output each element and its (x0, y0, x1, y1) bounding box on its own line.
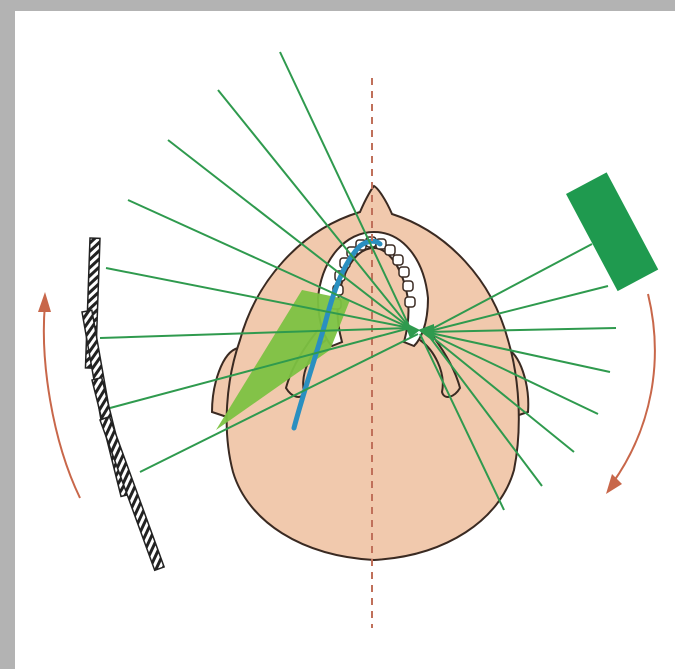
rotation-arrowhead-right (606, 474, 622, 494)
tooth (393, 255, 403, 265)
rotation-arrow-left (44, 304, 80, 498)
tooth (385, 245, 395, 255)
detector-strip (100, 417, 164, 571)
tooth (405, 297, 415, 307)
tooth (399, 267, 409, 277)
xray-tube-icon (566, 172, 658, 291)
tooth (403, 281, 413, 291)
rotation-arrowhead-left (38, 292, 51, 312)
rotation-arrow-right (612, 294, 655, 484)
